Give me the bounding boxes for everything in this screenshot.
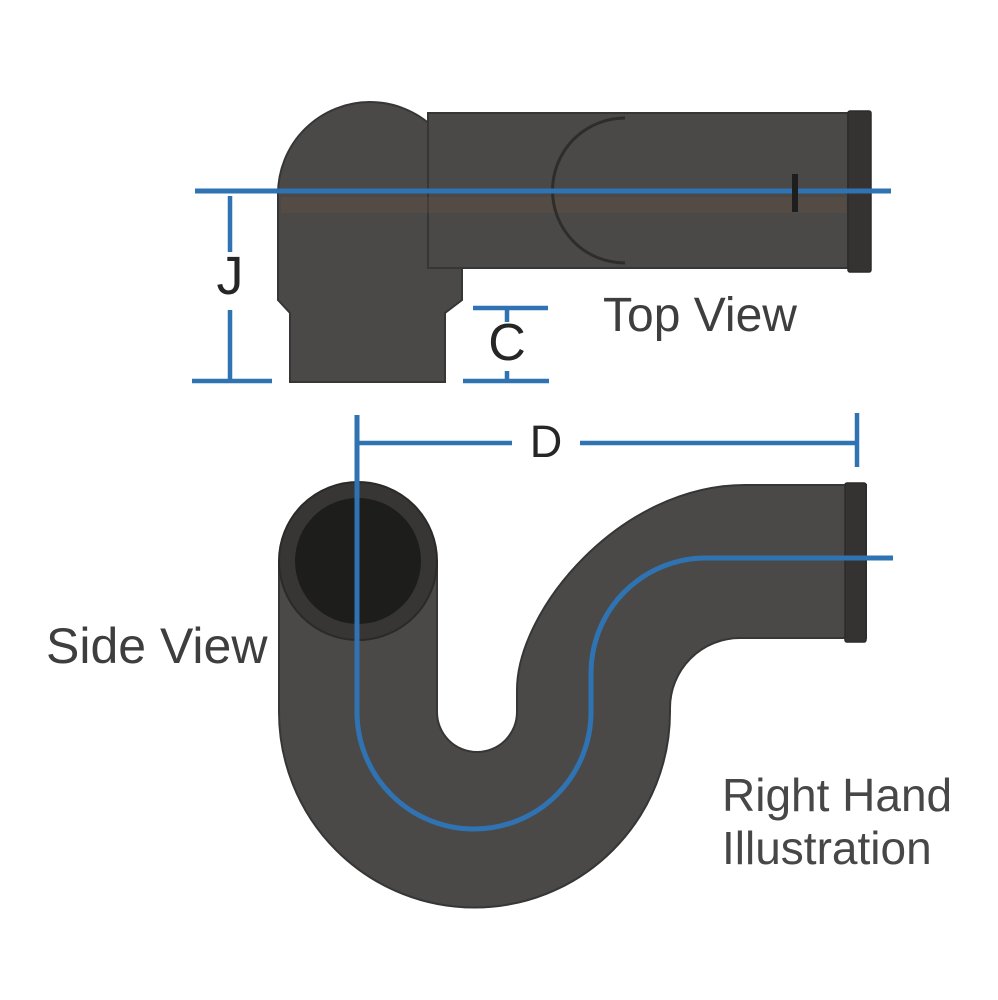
note-line-1: Right Hand <box>722 769 953 821</box>
top-view-label: Top View <box>603 289 797 342</box>
dimension-j-letter: J <box>216 246 244 306</box>
dimension-d-letter: D <box>529 416 563 467</box>
note-line-2: Illustration <box>722 822 932 874</box>
side-view-group <box>278 413 893 909</box>
side-view-outlet-hub <box>844 482 867 643</box>
right-hand-illustration-label: Right Hand Illustration <box>722 769 998 875</box>
top-view-depth-mark <box>792 174 798 212</box>
top-view-shadow-band <box>281 197 846 213</box>
top-view-group <box>192 101 891 384</box>
side-view-label: Side View <box>46 618 268 674</box>
dimension-c-letter: C <box>488 314 526 372</box>
side-view-centerline <box>354 415 893 832</box>
